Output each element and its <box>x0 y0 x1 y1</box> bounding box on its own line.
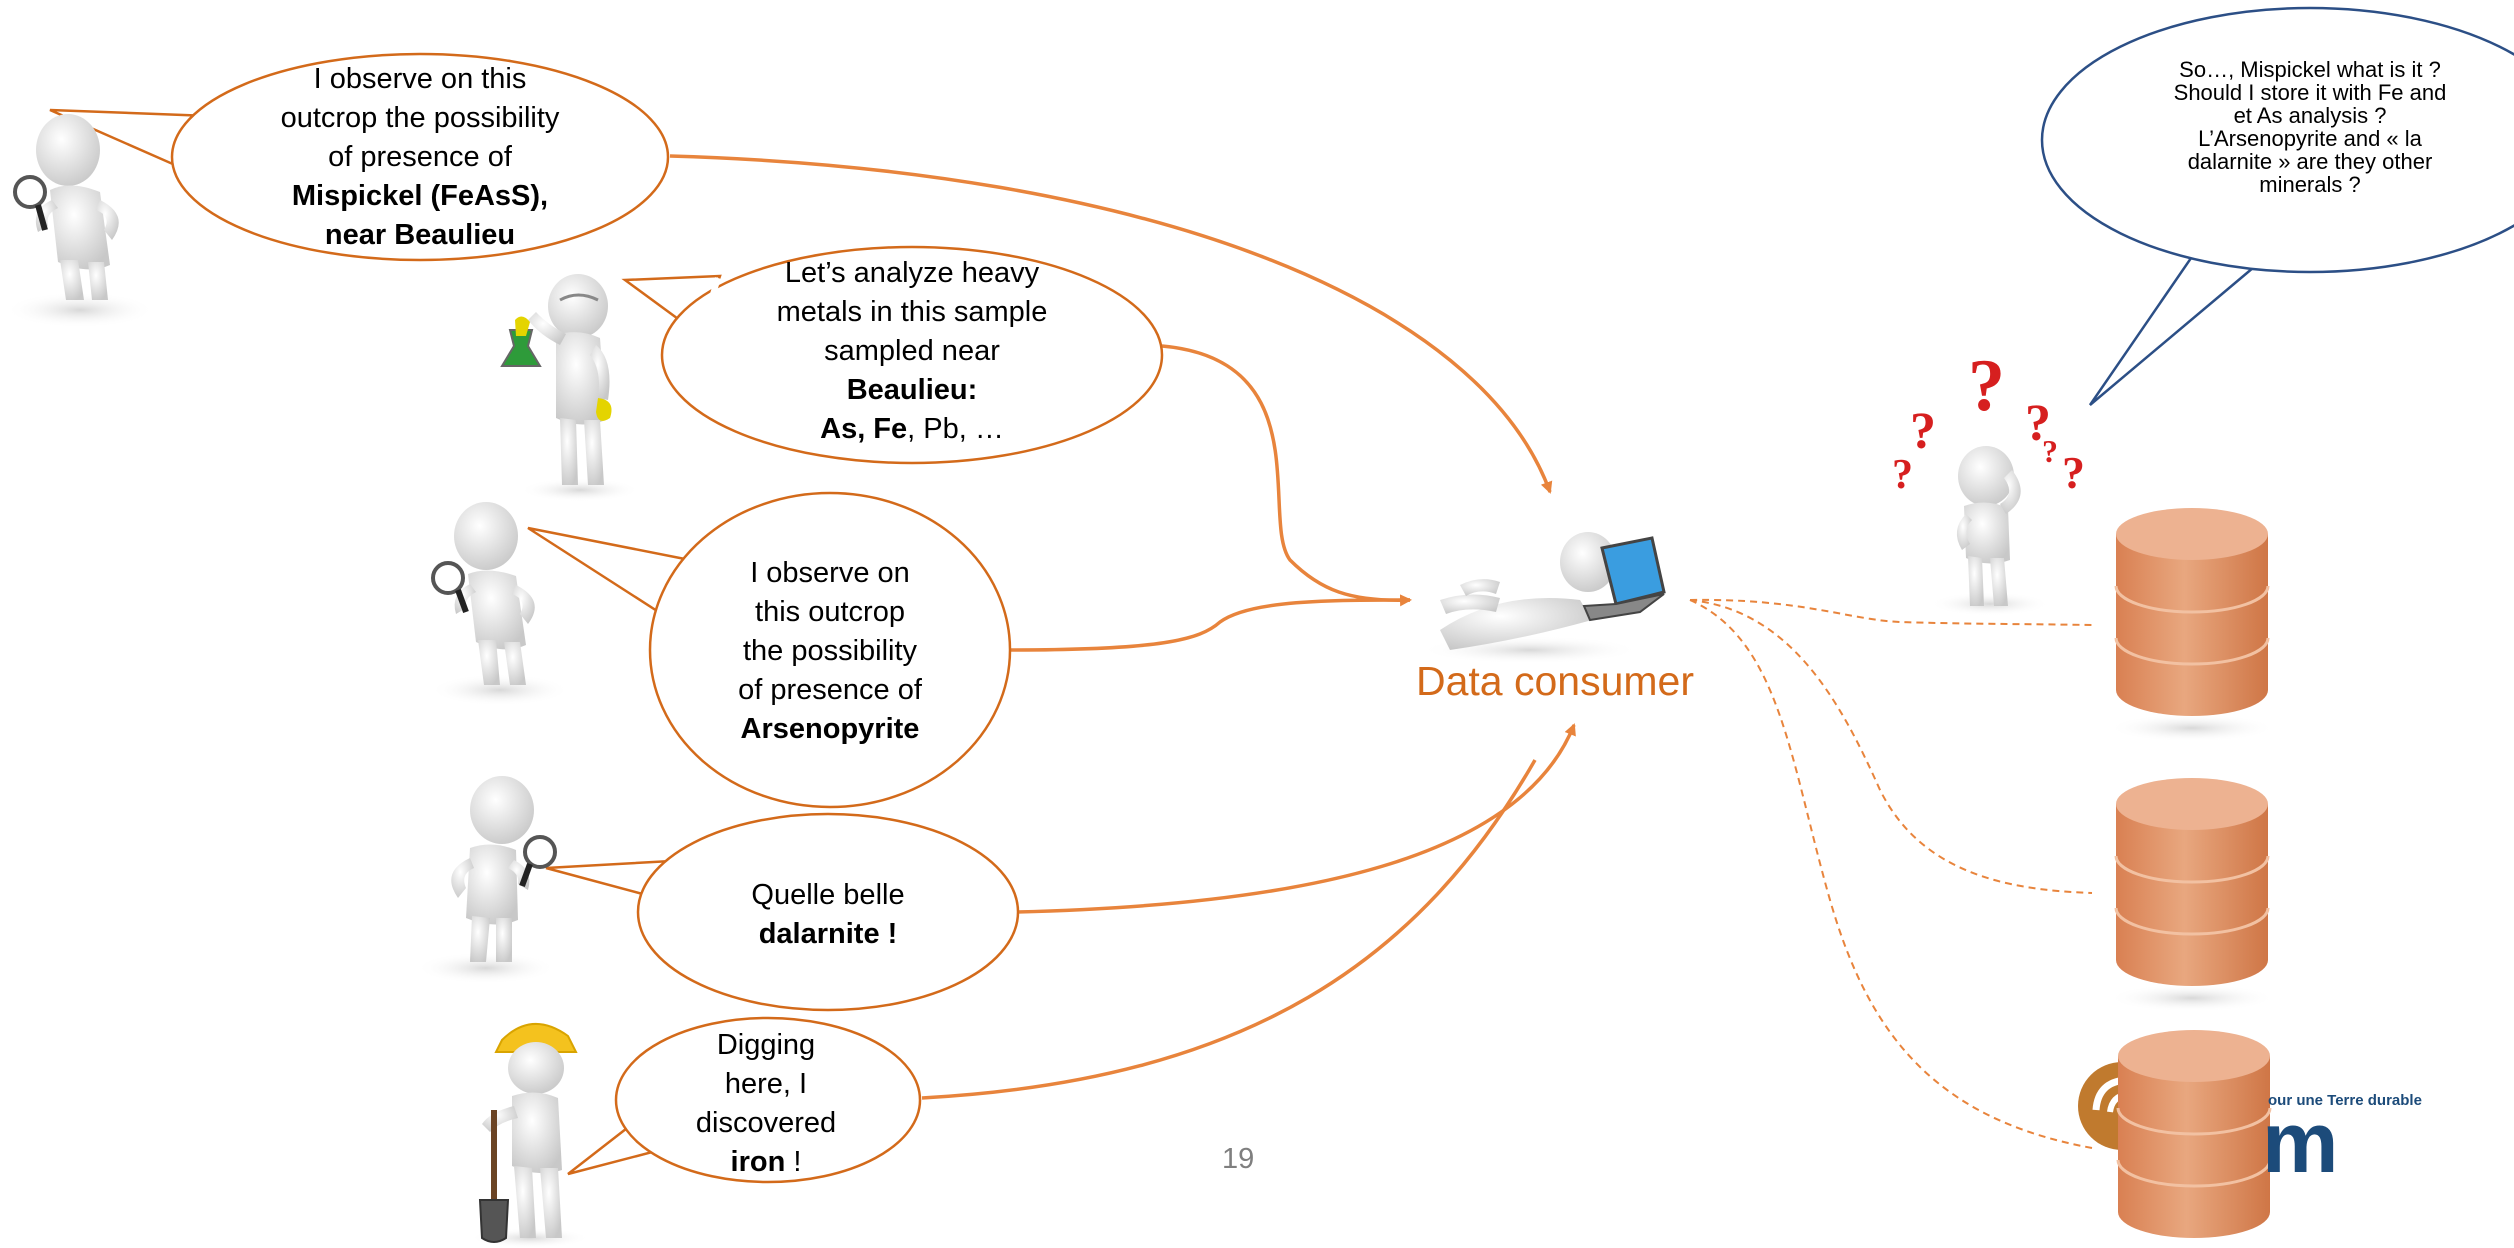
bubble-5-text: Digging here, I discovered iron ! <box>646 1026 886 1182</box>
question-line: minerals ? <box>2259 172 2361 197</box>
question-line: So…, Mispickel what is it ? <box>2179 57 2441 82</box>
bubble-line: iron ! <box>646 1143 886 1182</box>
text: , Pb, … <box>907 413 1004 445</box>
text: Digging <box>716 1029 816 1061</box>
bold-text: near Beaulieu <box>324 219 516 251</box>
page-number: 19 <box>1222 1143 1255 1175</box>
database-3 <box>2116 1030 2272 1238</box>
question-mark-far-right: ? <box>2062 447 2085 498</box>
text: outcrop the possibility <box>280 102 560 134</box>
bold-text: dalarnite ! <box>758 918 898 950</box>
bubble-line: outcrop the possibility <box>230 99 610 138</box>
arrow-bubble-1-to-consumer <box>669 154 1553 494</box>
question-line: Should I store it with Fe and <box>2173 80 2447 105</box>
bold-text: As, Fe <box>820 413 908 445</box>
bubble-line: As, Fe, Pb, … <box>722 410 1102 449</box>
speech-bubble-2 <box>621 245 1164 465</box>
speech-bubble-3 <box>527 491 1012 809</box>
observer-figure-4 <box>416 776 557 984</box>
bubble-line: of presence of <box>230 138 610 177</box>
confused-figure <box>1930 446 2050 616</box>
bubble-line: Quelle belle <box>678 876 978 915</box>
speech-bubble-4 <box>545 812 1020 1012</box>
text: metals in this sample <box>776 296 1048 328</box>
question-line: dalarnite » are they other <box>2187 149 2433 174</box>
text: Let’s analyze heavy <box>784 257 1040 289</box>
logo-letter: m <box>2262 1095 2339 1191</box>
text: I observe on this <box>313 63 527 95</box>
bubble-line: discovered <box>646 1104 886 1143</box>
question-line: L’Arsenopyrite and « la <box>2198 126 2422 151</box>
bubble-line: of presence of <box>680 671 980 710</box>
database-1 <box>2108 508 2276 742</box>
bubble-3-text: I observe on this outcrop the possibility o… <box>680 554 980 749</box>
bubble-line: this outcrop <box>680 593 980 632</box>
arrow-bubble-3-to-consumer <box>1009 598 1411 652</box>
bubble-line: the possibility <box>680 632 980 671</box>
bold-text: Arsenopyrite <box>740 713 920 745</box>
bubble-line: metals in this sample <box>722 293 1102 332</box>
question-speech-bubble <box>2040 6 2514 406</box>
chemist-figure <box>500 274 640 502</box>
logo-tagline: our une Terre durable <box>2268 1092 2422 1109</box>
dashed-link-db-2 <box>1689 599 2093 894</box>
bubble-line: sampled near <box>722 332 1102 371</box>
text: sampled near <box>824 335 1000 367</box>
bubble-line: dalarnite ! <box>678 915 978 954</box>
bubble-line: Mispickel (FeAsS), <box>230 177 610 216</box>
observer-figure-3 <box>430 502 570 706</box>
question-mark-right: ? <box>2025 395 2051 452</box>
arrow-bubble-4-to-consumer <box>1016 723 1576 914</box>
question-mark-big: ? <box>1968 345 2005 427</box>
bubble-line: Let’s analyze heavy <box>722 254 1102 293</box>
bubble-line: here, I <box>646 1065 886 1104</box>
bubble-line: I observe on <box>680 554 980 593</box>
dashed-link-db-3 <box>1689 599 2093 1149</box>
arrow-bubble-2-to-consumer <box>1161 344 1412 607</box>
question-marks: ? ? ? ? ? ? <box>1892 345 2085 498</box>
bubble-line: Arsenopyrite <box>680 710 980 749</box>
question-mark-far-left: ? <box>1892 452 1913 498</box>
bubble-line: I observe on this <box>230 60 610 99</box>
question-bubble-text: So…, Mispickel what is it ?Should I stor… <box>2110 58 2510 196</box>
question-mark-left: ? <box>1910 403 1936 460</box>
data-consumer-figure <box>1420 532 1666 664</box>
text: discovered <box>695 1107 837 1139</box>
bubble-4-text: Quelle belle dalarnite ! <box>678 876 978 954</box>
text: ! <box>785 1146 802 1178</box>
question-mark-small: ? <box>2042 433 2058 469</box>
bubble-2-text: Let’s analyze heavy metals in this sample… <box>722 254 1102 449</box>
text: here, I <box>724 1068 808 1100</box>
data-consumer-label: Data consumer <box>1415 658 1694 704</box>
question-line: et As analysis ? <box>2233 103 2387 128</box>
bold-text: iron <box>730 1146 786 1178</box>
text: the possibility <box>742 635 918 667</box>
bubble-line: Beaulieu: <box>722 371 1102 410</box>
worker-figure <box>470 1022 590 1248</box>
text: of presence of <box>738 674 922 706</box>
bubble-line: near Beaulieu <box>230 216 610 255</box>
database-2 <box>2108 778 2276 1012</box>
bubble-line: Digging <box>646 1026 886 1065</box>
text: of presence of <box>328 141 512 173</box>
bold-text: Mispickel (FeAsS), <box>291 180 549 212</box>
speech-bubble-5 <box>567 1016 922 1184</box>
text: I observe on <box>750 557 910 589</box>
bold-text: Beaulieu: <box>846 374 978 406</box>
text: Quelle belle <box>751 879 905 911</box>
dashed-link-db-1 <box>1689 598 2093 626</box>
observer-figure-1 <box>5 114 155 328</box>
speech-bubble-1 <box>49 52 670 262</box>
text: this outcrop <box>755 596 905 628</box>
bubble-1-text: I observe on this outcrop the possibility… <box>230 60 610 255</box>
arrow-bubble-5-to-consumer <box>921 759 1537 1100</box>
